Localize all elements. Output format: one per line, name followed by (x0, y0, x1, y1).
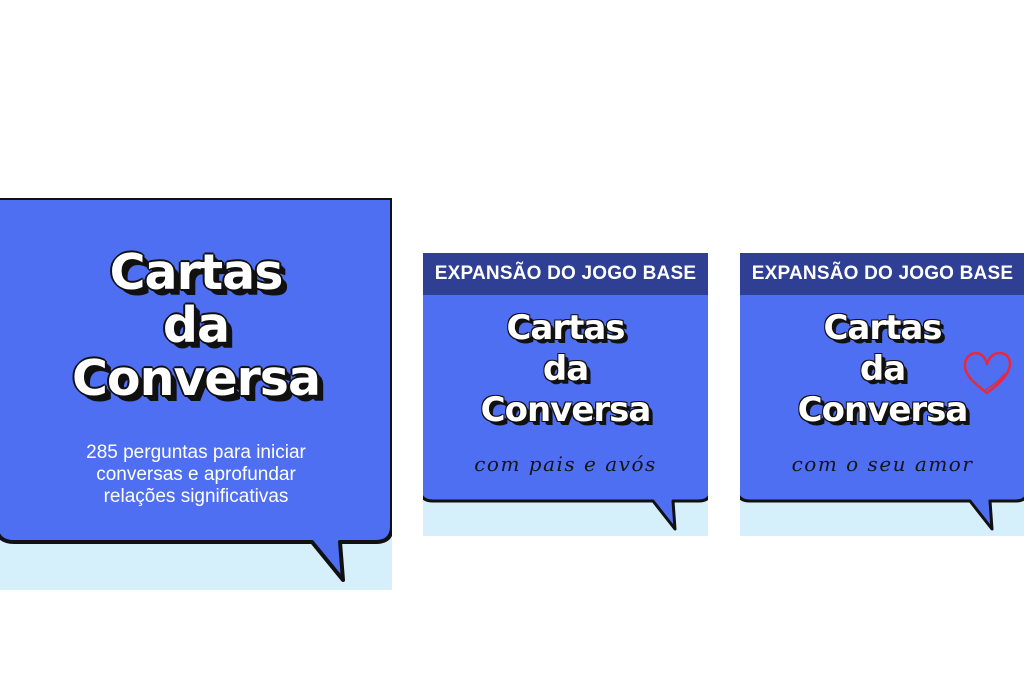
title-line: Conversa (480, 390, 652, 430)
speech-bubble (740, 253, 1024, 531)
expansion-banner: EXPANSÃO DO JOGO BASE (423, 253, 708, 295)
description-line: conversas e aprofundar (96, 464, 296, 485)
card-description: 285 perguntas para iniciar conversas e a… (0, 442, 392, 508)
description-line: relações significativas (103, 486, 289, 507)
expansion-banner: EXPANSÃO DO JOGO BASE (740, 253, 1024, 295)
card-expansion-partner: EXPANSÃO DO JOGO BASE Cartas da Conversa… (740, 253, 1024, 536)
title-line: Cartas (109, 244, 284, 301)
card-expansion-parents: EXPANSÃO DO JOGO BASE Cartas da Conversa… (423, 253, 708, 536)
title-line: Cartas (823, 308, 942, 348)
description-line: 285 perguntas para iniciar (86, 442, 306, 463)
speech-bubble (423, 253, 708, 531)
title-line: da (859, 349, 906, 389)
heart-icon (963, 351, 1012, 395)
card-title: Cartas da Conversa (0, 246, 392, 405)
speech-bubble (0, 198, 392, 582)
card-title: Cartas da Conversa (740, 308, 1024, 431)
title-line: Conversa (797, 390, 969, 430)
card-title: Cartas da Conversa (423, 308, 708, 431)
card-tagline: com pais e avós (474, 452, 657, 476)
title-line: Conversa (71, 350, 321, 407)
card-tagline: com o seu amor (791, 452, 974, 476)
title-line: da (542, 349, 589, 389)
card-base-game: Cartas da Conversa 285 perguntas para in… (0, 198, 392, 590)
title-line: Cartas (506, 308, 625, 348)
title-line: da (162, 297, 230, 354)
